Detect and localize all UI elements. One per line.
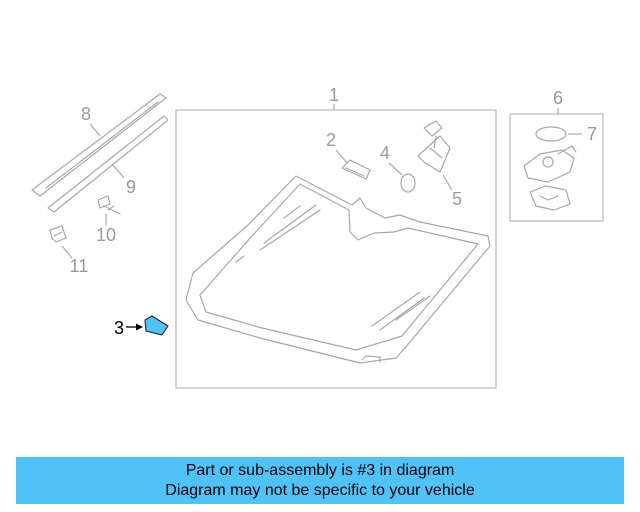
part-11-clip[interactable] <box>49 225 67 243</box>
part-10-clip[interactable] <box>97 195 121 215</box>
callout-6[interactable]: 6 <box>553 88 563 108</box>
part-4-ring[interactable] <box>400 173 416 193</box>
info-banner: Part or sub-assembly is #3 in diagram Di… <box>16 457 624 504</box>
part-7-gasket[interactable] <box>535 126 567 142</box>
callout-2[interactable]: 2 <box>326 130 336 150</box>
windshield-glass[interactable] <box>185 175 491 364</box>
callout-10[interactable]: 10 <box>96 225 116 245</box>
callout-11[interactable]: 11 <box>70 256 89 276</box>
part-9-side-molding[interactable] <box>47 115 169 213</box>
part-2-bracket[interactable] <box>341 159 371 180</box>
callout-5[interactable]: 5 <box>452 189 462 209</box>
part-8-upper-molding[interactable] <box>31 93 167 197</box>
sensor-group-box <box>509 113 604 222</box>
callout-7[interactable]: 7 <box>587 124 597 144</box>
callout-9[interactable]: 9 <box>126 177 136 197</box>
windshield-group-box <box>175 109 497 389</box>
parts-diagram: 1 2 4 5 6 7 8 9 <box>31 85 604 389</box>
callout-4[interactable]: 4 <box>380 143 390 163</box>
callout-3[interactable]: 3 <box>114 318 124 338</box>
part-3-arrow <box>126 323 143 331</box>
banner-line-1: Part or sub-assembly is #3 in diagram <box>185 461 455 479</box>
part-3-highlighted-part[interactable] <box>144 315 169 336</box>
rain-sensor-assembly[interactable] <box>523 145 577 211</box>
part-5-mirror-bracket[interactable] <box>417 120 451 173</box>
callout-8[interactable]: 8 <box>81 104 91 124</box>
banner-line-2: Diagram may not be specific to your vehi… <box>165 481 475 499</box>
callout-1[interactable]: 1 <box>329 85 339 105</box>
